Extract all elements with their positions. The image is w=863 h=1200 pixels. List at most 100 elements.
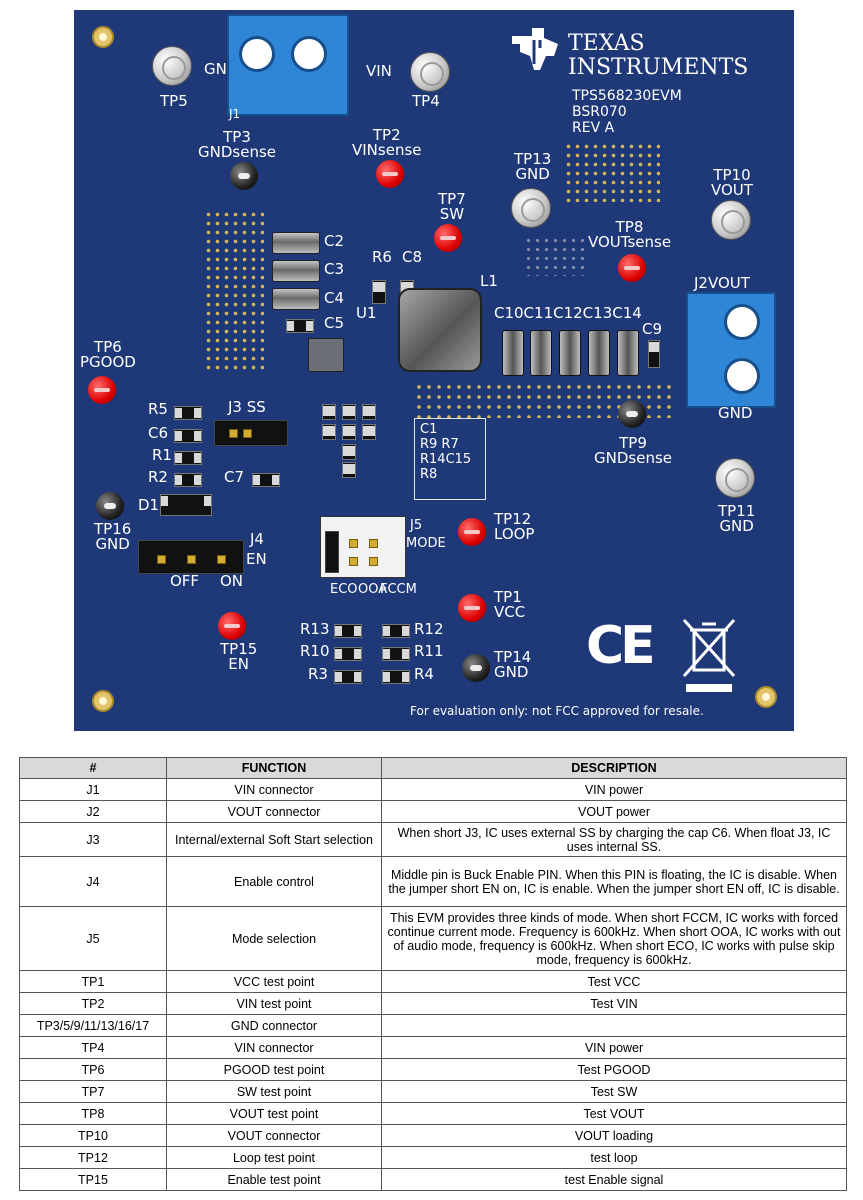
table-header-row: # FUNCTION DESCRIPTION [19, 757, 847, 779]
table-row: J2 VOUT connector VOUT power [19, 800, 847, 823]
label-r13: R13 [300, 620, 330, 638]
table-row: TP1 VCC test point Test VCC [19, 970, 847, 993]
cell-description: Test VCC [381, 970, 847, 993]
table-row: TP12 Loop test point test loop [19, 1146, 847, 1169]
tp7-post [434, 224, 462, 252]
part-cluster-c [362, 404, 376, 420]
cell-description: When short J3, IC uses external SS by ch… [381, 822, 847, 857]
table-row: TP4 VIN connector VIN power [19, 1036, 847, 1059]
label-r11: R11 [414, 642, 444, 660]
part-cluster-d [322, 424, 336, 440]
cell-description: Test SW [381, 1080, 847, 1103]
cell-description: VIN power [381, 778, 847, 801]
cell-id: TP7 [19, 1080, 167, 1103]
cell-description: Test VIN [381, 992, 847, 1015]
diode-d1 [160, 494, 212, 516]
cell-description: VIN power [381, 1036, 847, 1059]
label-r6: R6 [372, 248, 392, 266]
cell-id: TP3/5/9/11/13/16/17 [19, 1014, 167, 1037]
label-j1: J1 [229, 107, 241, 121]
cell-description: VOUT loading [381, 1124, 847, 1147]
evm-board-render: GN TP5 J1 VIN TP4 TEXAS INSTRUMENTS TPS5… [74, 10, 794, 731]
cell-function: VCC test point [166, 970, 382, 993]
label-j3ss: J3 SS [228, 398, 266, 416]
res-r10 [334, 647, 362, 661]
via-array-left [204, 210, 264, 370]
label-gnd-j2: GND [718, 404, 753, 422]
tp13-post [511, 188, 551, 228]
cap-c10 [502, 330, 524, 376]
tp10-post [711, 200, 751, 240]
label-c10-c14: C10C11C12C13C14 [494, 304, 642, 322]
cell-function: PGOOD test point [166, 1058, 382, 1081]
cell-description [381, 1014, 847, 1037]
part-cluster-h [342, 462, 356, 478]
component-callout-box [414, 418, 486, 500]
cap-c6 [174, 429, 202, 443]
ic-u1 [308, 338, 344, 372]
cell-function: Enable test point [166, 1168, 382, 1191]
cap-c3 [272, 260, 320, 282]
label-off: OFF [170, 572, 200, 590]
inductor-l1 [398, 288, 482, 372]
table-row: TP6 PGOOD test point Test PGOOD [19, 1058, 847, 1081]
cap-c2 [272, 232, 320, 254]
table-row: TP7 SW test point Test SW [19, 1080, 847, 1103]
cell-function: VIN connector [166, 1036, 382, 1059]
tp3-post [230, 162, 258, 190]
label-c8: C8 [402, 248, 423, 266]
label-d1: D1 [138, 496, 160, 514]
cell-description: VOUT power [381, 800, 847, 823]
brand-line-1: TEXAS [568, 31, 645, 56]
cell-description: test loop [381, 1146, 847, 1169]
label-r3: R3 [308, 665, 328, 683]
cap-c5 [286, 319, 314, 333]
connector-table: # FUNCTION DESCRIPTION J1 VIN connector … [19, 757, 847, 1191]
table-row: TP15 Enable test point test Enable signa… [19, 1168, 847, 1191]
label-j5: J5 [410, 518, 423, 533]
label-ooa: OOA [358, 582, 388, 597]
table-row: TP2 VIN test point Test VIN [19, 992, 847, 1015]
cell-function: GND connector [166, 1014, 382, 1037]
tp6-post [88, 376, 116, 404]
footer-disclaimer: For evaluation only: not FCC approved fo… [410, 704, 704, 718]
ti-logo-icon [512, 28, 558, 70]
label-on: ON [220, 572, 244, 590]
cell-id: J4 [19, 856, 167, 907]
label-fccm: FCCM [380, 582, 417, 597]
weee-bin-icon [682, 619, 736, 692]
j4-jumper [138, 540, 244, 574]
label-c3: C3 [324, 260, 345, 278]
table-row: J3 Internal/external Soft Start selectio… [19, 822, 847, 857]
table-row: J5 Mode selection This EVM provides thre… [19, 906, 847, 971]
col-header-description: DESCRIPTION [381, 757, 847, 779]
label-eco: ECO [330, 582, 358, 597]
label-u1: U1 [356, 304, 377, 322]
res-r1 [174, 451, 202, 465]
cell-function: Enable control [166, 856, 382, 907]
board-rev: REV A [572, 120, 615, 136]
cell-id: TP1 [19, 970, 167, 993]
label-r10: R10 [300, 642, 330, 660]
res-r12 [382, 624, 410, 638]
cap-c12 [559, 330, 581, 376]
cell-function: Internal/external Soft Start selection [166, 822, 382, 857]
cell-id: TP10 [19, 1124, 167, 1147]
cap-c4 [272, 288, 320, 310]
cell-id: TP8 [19, 1102, 167, 1125]
mounting-hole-top-left [92, 26, 114, 48]
j5-jumper [320, 516, 406, 578]
cell-function: Loop test point [166, 1146, 382, 1169]
table-row: TP8 VOUT test point Test VOUT [19, 1102, 847, 1125]
label-gnd-j1: GN [204, 60, 227, 78]
cap-c7 [252, 473, 280, 487]
